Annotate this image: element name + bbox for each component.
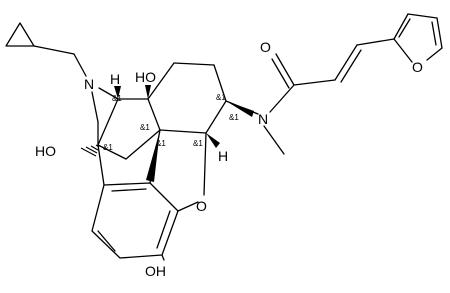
stereo-labels: &1 &1 &1 &1 &1 &1 &1 [103, 93, 239, 152]
stereo-bonds [80, 85, 254, 182]
amide-nitrogen-label: N [258, 111, 268, 127]
c14-c15-bond [147, 62, 175, 100]
stereo-label-c10: &1 [103, 143, 113, 152]
aromatic-double-3 [97, 230, 116, 252]
c10-arene-bond [97, 144, 105, 186]
alkene-double-2 [340, 49, 362, 83]
ch2-n-bond [73, 53, 87, 77]
furan-c4-c5-inner [431, 21, 437, 46]
cyclopropyl-ring [5, 22, 35, 47]
vinyl-furan-bond [356, 38, 395, 46]
n-methyl-bond [263, 125, 285, 155]
c9-c10-bond [97, 98, 119, 146]
furan-c2-c3 [393, 13, 409, 40]
wedge-c5-h [206, 133, 220, 148]
c15-c16-bond [173, 62, 215, 66]
phenol-hydroxyl-label: OH [145, 263, 166, 279]
furan-c4-c5 [436, 17, 443, 49]
wedge-c13-arene [146, 130, 160, 182]
furan-o-c2 [393, 38, 413, 63]
cyclopropyl-ch2-bond [33, 45, 75, 55]
hash-c10-oh [80, 144, 100, 157]
aromatic-double-2 [156, 210, 171, 249]
furan-oxygen-label: O [412, 59, 423, 75]
carbonyl-vinyl-bond [293, 79, 336, 86]
c10-bridge-bond [97, 144, 127, 160]
furan-c3-c4 [407, 13, 438, 19]
wedge-c9-h [114, 86, 121, 99]
bridge-c13-bond [125, 129, 161, 160]
n-c16-bond [91, 91, 99, 123]
c10-hydroxyl-label: HO [35, 143, 56, 159]
wedge-c6-n [226, 101, 254, 117]
aromatic-ring [91, 182, 179, 259]
c6-c5-bond [205, 100, 227, 134]
stereo-label-c13: &1 [156, 139, 166, 148]
n-c9-bond [98, 87, 119, 100]
furan-c2-c3-inner [398, 18, 411, 38]
c3-oh-bond [161, 254, 165, 261]
n-carbonyl-bond [269, 84, 295, 113]
bond-lines [5, 13, 443, 261]
o-arene-bond [177, 201, 199, 212]
aromatic-double-1 [111, 188, 147, 192]
c16-c6-bond [213, 64, 227, 102]
alkene-double-1 [334, 44, 358, 81]
carbonyl-double-1 [275, 53, 295, 86]
c5-hydrogen-label: H [218, 148, 228, 164]
wedge-c14-oh [145, 85, 151, 99]
stereo-label-c6b: &1 [229, 113, 239, 122]
carbonyl-double-2 [271, 58, 290, 89]
c5-o-bond [203, 132, 207, 196]
stereo-label-c5: &1 [193, 139, 203, 148]
c14-hydroxyl-label: HO [135, 69, 156, 85]
amine-nitrogen-label: N [84, 76, 94, 92]
atom-labels: N N O O O HO HO OH H H [35, 39, 423, 279]
c9-hydrogen-label: H [110, 71, 120, 87]
carbonyl-oxygen-label: O [260, 39, 271, 55]
c5-c13-bond [159, 129, 207, 134]
stereo-label-c9: &1 [112, 94, 122, 103]
stereo-label-c14: &1 [140, 123, 150, 132]
c14-c13-bond [147, 98, 161, 131]
furan-c5-o [426, 47, 443, 61]
ether-oxygen-label: O [196, 198, 207, 214]
stereo-label-c6: &1 [216, 93, 226, 102]
